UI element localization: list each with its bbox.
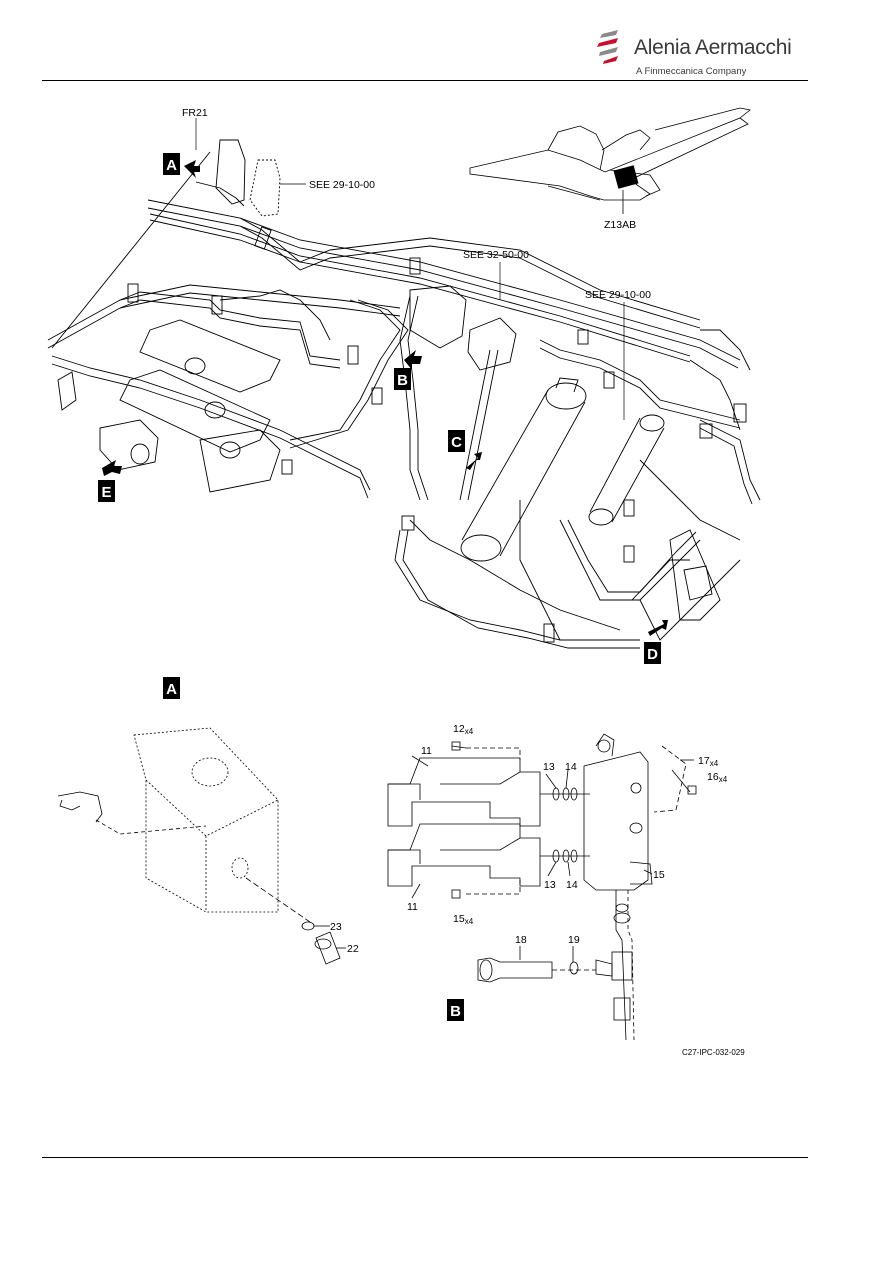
svg-text:C: C xyxy=(451,434,462,451)
callout-a: A xyxy=(163,153,180,175)
see-ref-1: SEE 29-10-00 xyxy=(309,179,375,191)
item-14b-label: 14 xyxy=(566,879,578,891)
view-arrows xyxy=(102,160,668,636)
detail-b-title: B xyxy=(447,999,464,1021)
item-17-label: 17x4 xyxy=(698,755,719,768)
detail-a-view xyxy=(57,727,346,965)
detail-b-item-labels: 12x4 11 11 13 14 13 14 15 15x4 17x4 16x4… xyxy=(407,723,728,946)
item-14a-label: 14 xyxy=(565,761,577,773)
footer-rule xyxy=(42,1157,808,1158)
logo-mark-icon xyxy=(597,30,618,64)
item-16-label: 16x4 xyxy=(707,771,728,784)
header-rule xyxy=(42,80,808,81)
detail-a-item-22: 22 xyxy=(347,943,359,955)
arrow-b-icon xyxy=(404,350,422,370)
item-13a-label: 13 xyxy=(543,761,555,773)
arrow-a-icon xyxy=(184,160,200,178)
svg-text:A: A xyxy=(166,681,177,698)
logo-subtitle: A Finmeccanica Company xyxy=(636,66,747,77)
item-15b-label: 15x4 xyxy=(453,913,474,926)
svg-text:A: A xyxy=(166,157,177,174)
item-12-label: 12x4 xyxy=(453,723,474,736)
arrow-e-icon xyxy=(102,460,122,476)
item-11a-label: 11 xyxy=(421,745,432,757)
item-15-label: 15 xyxy=(653,869,665,881)
callout-c: C xyxy=(448,430,465,452)
svg-text:D: D xyxy=(647,646,658,663)
see-ref-3: SEE 29-10-00 xyxy=(585,289,651,301)
zone-label: Z13AB xyxy=(604,219,636,231)
arrow-d-icon xyxy=(648,620,668,636)
svg-text:B: B xyxy=(450,1003,461,1020)
detail-a-item-23: 23 xyxy=(330,921,342,933)
svg-text:E: E xyxy=(101,484,111,501)
callout-b: B xyxy=(394,368,411,390)
item-11b-label: 11 xyxy=(407,901,418,913)
item-18-label: 18 xyxy=(515,934,527,946)
arrow-c-icon xyxy=(466,452,482,470)
callout-d: D xyxy=(644,642,661,664)
pipe-routing-view xyxy=(47,139,761,649)
logo-name: Alenia Aermacchi xyxy=(634,36,792,59)
detail-a-title: A xyxy=(163,677,180,699)
view-callouts: A B C D E xyxy=(98,153,661,664)
aircraft-locator-icon xyxy=(469,107,751,214)
detail-b-view xyxy=(387,733,697,1041)
svg-text:B: B xyxy=(397,372,408,389)
frame-label: FR21 xyxy=(182,107,208,119)
see-ref-2: SEE 32-50-00 xyxy=(463,249,529,261)
figure-id: C27-IPC-032-029 xyxy=(682,1048,745,1057)
item-19-label: 19 xyxy=(568,934,580,946)
company-logo: Alenia Aermacchi A Finmeccanica Company xyxy=(596,26,796,82)
item-13b-label: 13 xyxy=(544,879,556,891)
callout-e: E xyxy=(98,480,115,502)
